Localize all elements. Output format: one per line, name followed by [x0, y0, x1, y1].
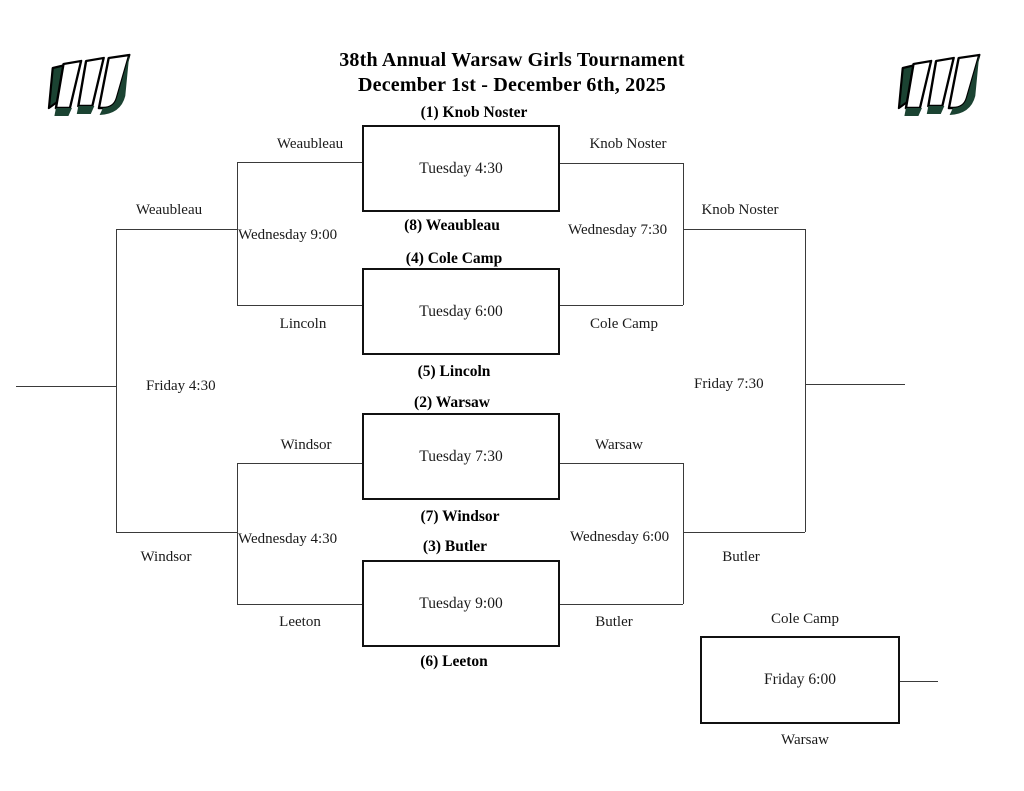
inner-right-lower-bottom-connector	[560, 604, 683, 605]
game-box-qf2[interactable]: Tuesday 6:00	[362, 268, 560, 355]
inner-left-upper-team: Weaubleau	[276, 136, 344, 152]
warsaw-w-logo-right	[892, 46, 992, 126]
inner-right-upper-bottom-connector	[560, 305, 683, 306]
inner-left-upper-bottom-connector	[237, 305, 362, 306]
inner-left-upper-vertical	[237, 162, 238, 305]
game-box-qf1[interactable]: Tuesday 4:30	[362, 125, 560, 212]
outer-left-lower-team: Windsor	[140, 549, 192, 565]
inner-right-upper-lower-team: Cole Camp	[590, 316, 658, 332]
outer-left-bottom-connector	[116, 532, 237, 533]
inner-right-lower-top-connector	[560, 463, 683, 464]
inner-right-upper-top-connector	[560, 163, 683, 164]
inner-right-upper-team: Knob Noster	[589, 136, 667, 152]
inner-left-lower-time: Wednesday 4:30	[238, 531, 338, 547]
seed-label-qf1-top: (1) Knob Noster	[420, 104, 528, 121]
seed-label-qf3-top: (2) Warsaw	[414, 394, 490, 411]
seed-label-qf2-top: (4) Cole Camp	[405, 250, 503, 267]
outer-right-lower-team: Butler	[722, 549, 760, 565]
outer-left-vertical	[116, 229, 117, 532]
outer-right-time: Friday 7:30	[694, 376, 764, 392]
seed-label-qf3-bottom: (7) Windsor	[420, 508, 500, 525]
inner-right-lower-lower-team: Butler	[595, 614, 633, 630]
inner-right-upper-time: Wednesday 7:30	[568, 222, 668, 238]
outer-right-vertical	[805, 229, 806, 532]
inner-right-upper-vertical	[683, 163, 684, 305]
inner-right-lower-upper-team: Warsaw	[595, 437, 643, 453]
seed-label-qf1-bottom: (8) Weaubleau	[404, 217, 500, 234]
outer-right-upper-team: Knob Noster	[701, 202, 779, 218]
outer-right-stub	[805, 384, 905, 385]
game-time-qf3: Tuesday 7:30	[419, 447, 503, 465]
game-time-qf2: Tuesday 6:00	[419, 302, 503, 320]
game-box-qf4[interactable]: Tuesday 9:00	[362, 560, 560, 647]
warsaw-w-logo-left	[42, 46, 142, 126]
seed-label-qf4-bottom: (6) Leeton	[420, 653, 488, 670]
inner-left-lower-team: Lincoln	[279, 316, 327, 332]
inner-right-lower-vertical	[683, 463, 684, 604]
inner-left-lower-bottom-connector	[237, 604, 362, 605]
game-box-third-place[interactable]: Friday 6:00	[700, 636, 900, 724]
seed-label-qf4-top: (3) Butler	[422, 538, 488, 555]
game-time-qf4: Tuesday 9:00	[419, 594, 503, 612]
outer-right-bottom-connector	[683, 532, 805, 533]
seed-label-qf2-bottom: (5) Lincoln	[417, 363, 491, 380]
outer-right-top-connector	[683, 229, 805, 230]
third-place-lower-team: Warsaw	[781, 732, 829, 748]
inner-left-upper-time: Wednesday 9:00	[238, 227, 338, 243]
third-place-upper-team: Cole Camp	[771, 611, 839, 627]
outer-left-top-connector	[116, 229, 237, 230]
inner-left-upper-top-connector	[237, 162, 362, 163]
outer-left-stub	[16, 386, 116, 387]
game-time-qf1: Tuesday 4:30	[419, 159, 503, 177]
page-title: 38th Annual Warsaw Girls Tournament Dece…	[0, 48, 1024, 98]
inner-left-lower-upper-team: Windsor	[280, 437, 332, 453]
inner-left-lower-lower-team: Leeton	[279, 614, 321, 630]
title-line-2: December 1st - December 6th, 2025	[358, 74, 666, 96]
title-line-1: 38th Annual Warsaw Girls Tournament	[339, 49, 685, 71]
outer-left-time: Friday 4:30	[146, 378, 216, 394]
game-box-qf3[interactable]: Tuesday 7:30	[362, 413, 560, 500]
third-place-stub	[900, 681, 938, 682]
inner-left-lower-top-connector	[237, 463, 362, 464]
outer-left-upper-team: Weaubleau	[135, 202, 203, 218]
inner-right-lower-time: Wednesday 6:00	[570, 529, 670, 545]
inner-left-lower-vertical	[237, 463, 238, 604]
game-time-third-place: Friday 6:00	[764, 671, 836, 688]
